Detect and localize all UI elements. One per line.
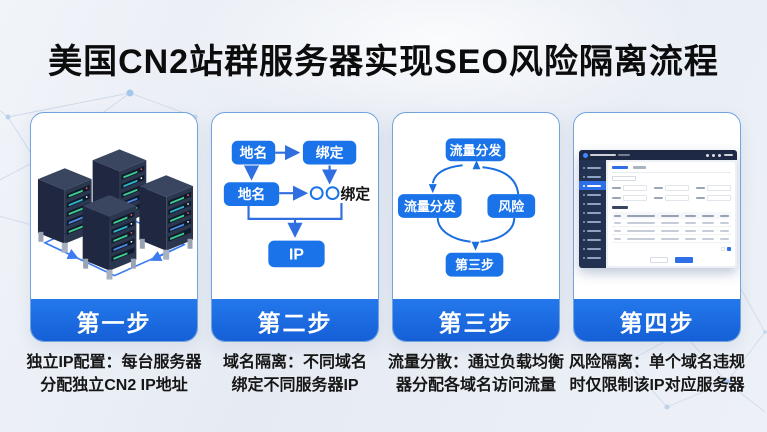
node-ip: IP	[289, 246, 304, 263]
step-1-banner-label: 第一步	[76, 309, 152, 336]
step-1-banner: 第一步	[31, 299, 197, 341]
node-bind-1: 绑定	[316, 145, 344, 161]
step-1-caption: 独立IP配置：每台服务器 分配独立CN2 IP地址	[26, 354, 202, 394]
admin-console-screenshot	[579, 150, 737, 268]
mini-footer-buttons	[608, 257, 735, 263]
domain-binding-flowchart: 地名 绑定 地名 绑定 IP	[223, 140, 370, 268]
step-2-card: 地名 绑定 地名 绑定 IP 第二步	[211, 112, 379, 342]
mini-form	[612, 185, 731, 201]
mini-sidebar	[579, 160, 606, 268]
mini-tabs	[612, 166, 731, 173]
bind-slot-circle-1	[309, 186, 324, 201]
step-1-card: 第一步	[30, 112, 198, 342]
node-domain-1: 地名	[240, 145, 268, 161]
step-4-banner: 第四步	[574, 299, 740, 341]
node-step3: 第三步	[455, 258, 494, 273]
mini-filter-chip	[612, 176, 636, 181]
bind-slot-circle-2	[325, 186, 340, 201]
step-4-caption: 风险隔离：单个域名违规 时仅限制该IP对应服务器	[568, 354, 745, 394]
step-2-banner-label: 第二步	[257, 309, 333, 336]
mini-topbar	[579, 150, 737, 160]
node-traffic-top: 流量分发	[450, 143, 502, 158]
flow-node-group: 地名 绑定 地名 绑定 IP	[223, 140, 370, 268]
step-2-banner: 第二步	[212, 299, 378, 341]
page-title: 美国CN2站群服务器实现SEO风险隔离流程	[48, 43, 719, 81]
mini-help-icon	[712, 153, 715, 157]
mini-sidebar-active-item	[579, 181, 606, 190]
node-risk: 风险	[498, 199, 525, 214]
step-4-card: 第四步	[573, 112, 741, 342]
step-3-card: 流量分发 流量分发 风险 第三步 第三步	[392, 112, 560, 342]
cycle-node-group: 流量分发 流量分发 风险 第三步	[397, 138, 536, 277]
mini-table-row	[612, 227, 731, 235]
step-4-banner-label: 第四步	[619, 309, 695, 336]
mini-table-row	[612, 235, 731, 243]
server-cluster-illustration	[37, 149, 194, 280]
step-3-banner: 第三步	[393, 299, 559, 341]
step-3-caption: 流量分散：通过负载均衡 器分配各域名访问流量	[387, 354, 564, 394]
mini-table-header	[612, 212, 731, 219]
mini-avatar	[718, 153, 721, 157]
mini-cancel-button	[650, 257, 668, 263]
bind-label: 绑定	[340, 185, 370, 203]
mini-topbar-icons	[706, 153, 733, 157]
node-traffic-left: 流量分发	[404, 199, 456, 214]
traffic-cycle-flowchart: 流量分发 流量分发 风险 第三步	[397, 138, 536, 277]
mini-confirm-button	[675, 257, 693, 263]
mini-content-panel	[608, 162, 735, 266]
mini-table-row	[612, 219, 731, 227]
mini-pagination	[721, 247, 731, 251]
node-domain-2: 地名	[238, 186, 266, 202]
step-3-banner-label: 第三步	[438, 309, 514, 336]
mini-bell-icon	[706, 153, 709, 157]
mini-logo-icon	[583, 152, 588, 158]
step-2-caption: 域名隔离：不同域名 绑定不同服务器IP	[222, 354, 367, 394]
mini-section-title	[612, 206, 628, 209]
